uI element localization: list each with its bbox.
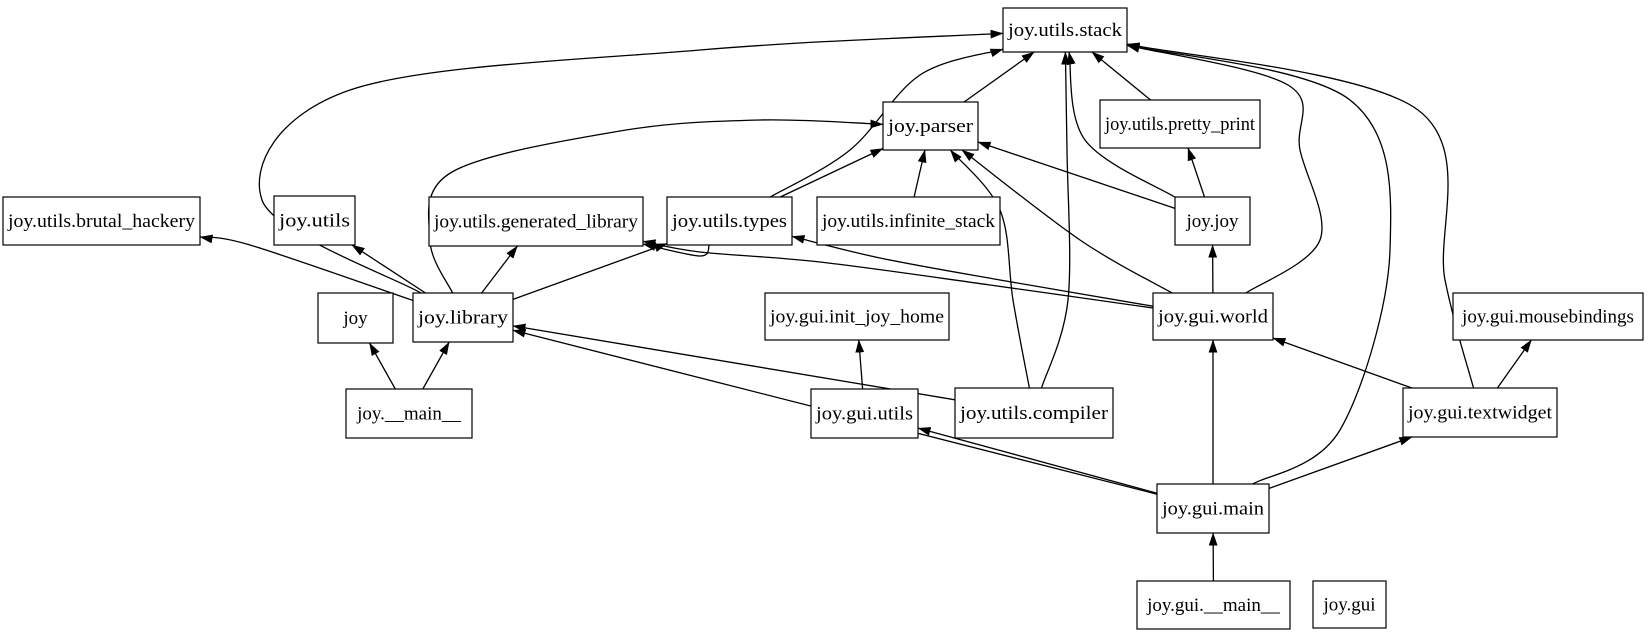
edge-joy-gui-main-to-joy-gui-textwidget xyxy=(1268,436,1413,490)
node-box-joy-gui xyxy=(1312,580,1387,629)
node-box-joy-gui-mousebindings xyxy=(1452,292,1644,341)
edge-layer xyxy=(199,29,1532,582)
node-label-joy-parser: joy.parser xyxy=(887,116,974,137)
edge-joy-library-to-joy-utils-generated-library xyxy=(481,245,518,294)
node-box-joy-gui-init-joy-home xyxy=(764,292,950,341)
edge-joy-utils-types-to-joy-parser xyxy=(780,147,884,198)
node-box-joy-utils-types xyxy=(666,196,793,246)
node-joy-utils-compiler: joy.utils.compiler xyxy=(954,387,1114,439)
node-joy-utils-types: joy.utils.types xyxy=(666,196,793,246)
node-box-joy-gui-main xyxy=(1156,483,1270,534)
node-label-joy-gui-init-joy-home: joy.gui.init_joy_home xyxy=(769,307,944,328)
edge-joy-joy-to-joy-utils-pretty-print xyxy=(1187,147,1206,198)
node-box-joy-parser xyxy=(882,101,979,151)
edge-joy-utils-compiler-to-joy-utils-stack xyxy=(1040,51,1071,389)
node-box-joy-utils-infinite-stack xyxy=(816,196,1001,246)
node-box-joy-gui-textwidget xyxy=(1402,387,1558,438)
node-box-joy-main xyxy=(345,388,473,439)
node-joy-utils: joy.utils xyxy=(273,195,356,246)
node-label-joy-joy: joy.joy xyxy=(1185,211,1239,232)
edge-joy-parser-to-joy-utils-stack xyxy=(963,51,1035,103)
node-joy-gui-main-mod: joy.gui.__main__ xyxy=(1136,580,1291,630)
edge-joy-gui-textwidget-to-joy-gui-mousebindings xyxy=(1496,339,1532,389)
node-label-joy-utils-stack: joy.utils.stack xyxy=(1007,20,1123,41)
node-joy-gui-init-joy-home: joy.gui.init_joy_home xyxy=(764,292,950,341)
edge-joy-main-to-joy-library xyxy=(422,341,450,390)
node-box-joy-joy xyxy=(1174,196,1251,246)
node-box-joy-utils-brutal-hackery xyxy=(2,196,201,246)
node-label-joy-main: joy.__main__ xyxy=(356,404,461,425)
edge-joy-gui-main-to-joy-utils-stack xyxy=(1126,43,1392,485)
node-joy-utils-brutal-hackery: joy.utils.brutal_hackery xyxy=(2,196,201,246)
node-joy-gui-mousebindings: joy.gui.mousebindings xyxy=(1452,292,1644,341)
node-joy-gui-main: joy.gui.main xyxy=(1156,483,1270,534)
node-joy-utils-stack: joy.utils.stack xyxy=(1002,7,1128,53)
edge-joy-library-to-joy-utils xyxy=(351,244,426,294)
node-joy-joy: joy.joy xyxy=(1174,196,1251,246)
edge-joy-utils-compiler-to-joy-library xyxy=(512,323,956,401)
node-label-joy-gui-world: joy.gui.world xyxy=(1157,307,1269,328)
edge-joy-utils-types-to-joy-utils-generated-library xyxy=(642,242,710,257)
edge-joy-utils-compiler-to-joy-parser xyxy=(949,149,1031,389)
node-label-joy-gui-main: joy.gui.main xyxy=(1161,499,1265,520)
node-box-joy xyxy=(317,292,394,344)
node-joy-utils-infinite-stack: joy.utils.infinite_stack xyxy=(816,196,1001,246)
node-label-joy-gui-main-mod: joy.gui.__main__ xyxy=(1146,595,1280,616)
node-box-joy-gui-main-mod xyxy=(1136,580,1291,630)
node-label-joy-utils-types: joy.utils.types xyxy=(671,211,787,232)
edge-joy-gui-world-to-joy-utils-generated-library xyxy=(642,239,1154,309)
node-label-joy-library: joy.library xyxy=(417,308,509,329)
node-joy-gui-utils: joy.gui.utils xyxy=(810,388,919,439)
node-box-joy-utils-generated-library xyxy=(428,196,644,247)
edge-joy-gui-world-to-joy-parser xyxy=(961,149,1173,294)
node-layer: joy.utils.stack joy.parser joy.utils.prett… xyxy=(2,7,1644,630)
node-joy-parser: joy.parser xyxy=(882,101,979,151)
node-label-joy-utils-infinite-stack: joy.utils.infinite_stack xyxy=(821,211,996,232)
node-joy-utils-pretty-print: joy.utils.pretty_print xyxy=(1099,99,1261,149)
edge-joy-utils-infinite-stack-to-joy-parser xyxy=(913,149,927,198)
node-label-joy-utils: joy.utils xyxy=(278,211,350,232)
edge-joy-joy-to-joy-utils-stack xyxy=(1066,51,1176,198)
node-joy-utils-generated-library: joy.utils.generated_library xyxy=(428,196,644,247)
node-box-joy-library xyxy=(412,292,514,343)
node-box-joy-utils xyxy=(273,195,356,246)
node-label-joy-gui-utils: joy.gui.utils xyxy=(815,404,913,425)
edge-joy-gui-world-to-joy-utils-types xyxy=(791,235,1154,307)
node-label-joy: joy xyxy=(342,308,368,329)
node-joy-library: joy.library xyxy=(412,292,514,343)
node-joy-gui: joy.gui xyxy=(1312,580,1387,629)
node-label-joy-gui-mousebindings: joy.gui.mousebindings xyxy=(1461,307,1634,328)
node-box-joy-utils-compiler xyxy=(954,387,1114,439)
edge-joy-main-to-joy xyxy=(368,342,396,390)
node-box-joy-utils-stack xyxy=(1002,7,1128,53)
node-label-joy-gui: joy.gui xyxy=(1322,595,1375,616)
node-box-joy-gui-world xyxy=(1152,292,1274,341)
node-box-joy-utils-pretty-print xyxy=(1099,99,1261,149)
edge-joy-gui-main-to-joy-gui-utils xyxy=(917,427,1158,494)
node-joy-gui-textwidget: joy.gui.textwidget xyxy=(1402,387,1558,438)
edge-joy-gui-utils-to-joy-gui-init-joy-home xyxy=(855,339,865,390)
edge-joy-library-to-joy-utils-stack xyxy=(258,29,1004,294)
node-label-joy-utils-generated-library: joy.utils.generated_library xyxy=(433,212,639,233)
edge-joy-gui-textwidget-to-joy-gui-world xyxy=(1272,337,1413,389)
edge-joy-joy-to-joy-parser xyxy=(977,141,1176,210)
edge-joy-utils-pretty-print-to-joy-utils-stack xyxy=(1091,51,1152,101)
edge-joy-gui-world-to-joy-utils-stack xyxy=(1126,44,1323,294)
node-label-joy-utils-pretty-print: joy.utils.pretty_print xyxy=(1104,114,1256,135)
edge-joy-library-to-joy-utils-types xyxy=(512,242,668,301)
node-label-joy-gui-textwidget: joy.gui.textwidget xyxy=(1407,403,1553,424)
node-box-joy-gui-utils xyxy=(810,388,919,439)
node-label-joy-utils-brutal-hackery: joy.utils.brutal_hackery xyxy=(7,211,196,232)
node-joy-main: joy.__main__ xyxy=(345,388,473,439)
node-label-joy-utils-compiler: joy.utils.compiler xyxy=(959,403,1109,424)
edge-joy-library-to-joy-utils-brutal-hackery xyxy=(199,234,414,302)
node-joy-gui-world: joy.gui.world xyxy=(1152,292,1274,341)
node-joy: joy xyxy=(317,292,394,344)
